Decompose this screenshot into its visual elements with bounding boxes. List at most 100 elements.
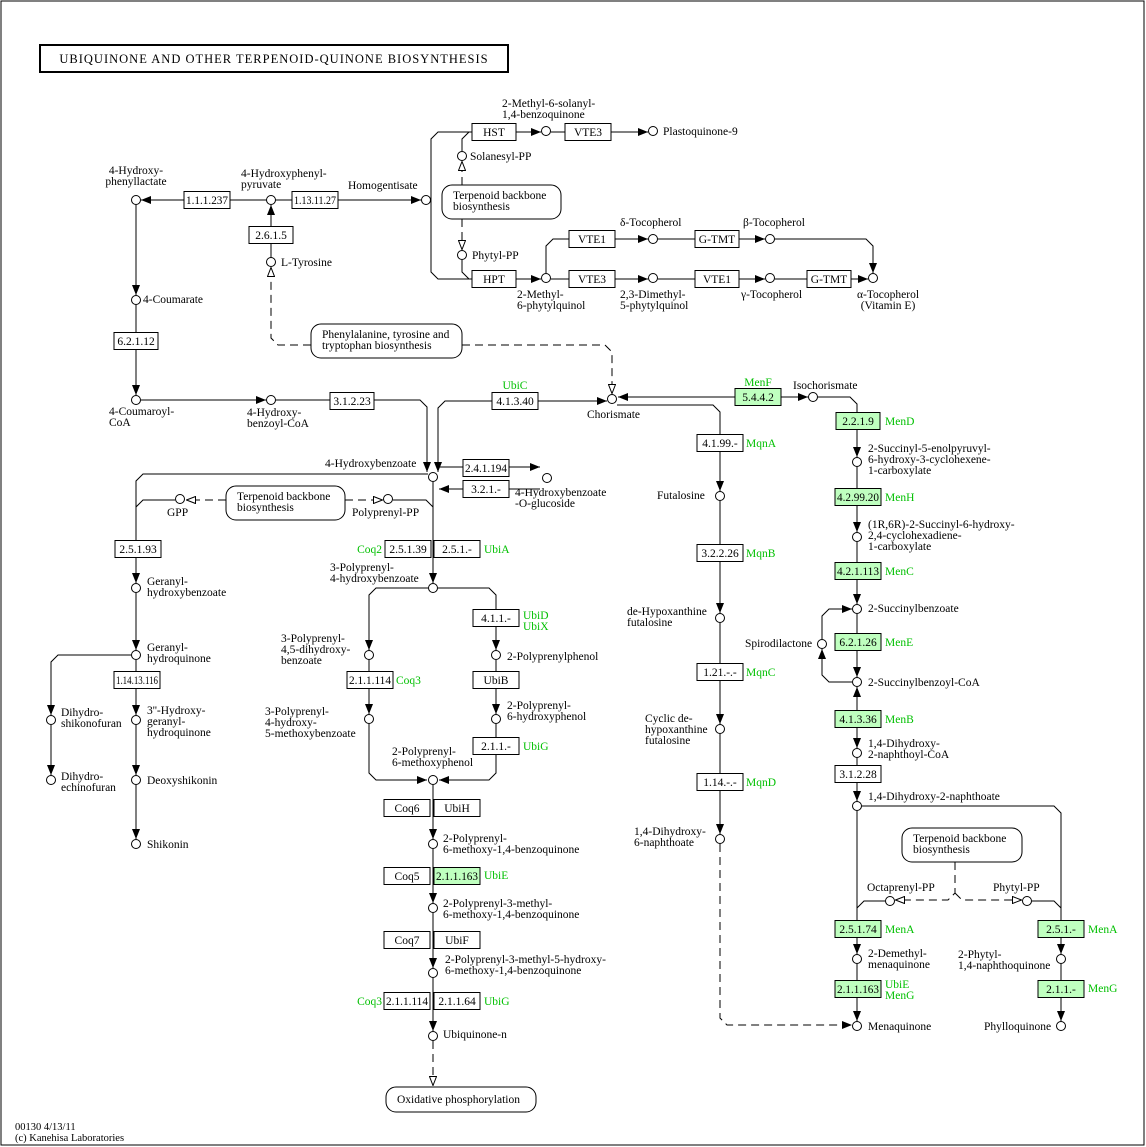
compound[interactable]: 1,4-Dihydroxy-2-naphthoate xyxy=(852,791,1000,811)
enzyme-box[interactable] xyxy=(694,270,740,288)
enzyme-1.21.-.-[interactable]: 1.21.-.- xyxy=(696,663,744,681)
enzyme-VTE1[interactable]: VTE1 xyxy=(694,270,740,288)
enzyme-box[interactable] xyxy=(834,633,882,651)
enzyme-HST[interactable]: HST xyxy=(471,123,517,141)
compound-node[interactable] xyxy=(131,583,141,593)
enzyme-2.1.1.114[interactable]: 2.1.1.114 xyxy=(346,671,394,689)
compound[interactable]: 2-Phytyl-1,4-naphthoquinone xyxy=(958,949,1066,972)
enzyme-box[interactable] xyxy=(329,392,375,410)
gene-label[interactable]: UbiG xyxy=(523,741,549,753)
enzyme-4.1.3.36[interactable]: 4.1.3.36 xyxy=(834,710,882,728)
enzyme-box[interactable] xyxy=(694,230,740,248)
compound-node[interactable] xyxy=(541,126,551,136)
compound-node[interactable] xyxy=(364,714,374,724)
compound-node[interactable] xyxy=(131,775,141,785)
enzyme-G-TMT[interactable]: G-TMT xyxy=(694,230,740,248)
map-link-label[interactable]: Oxidative phosphorylation xyxy=(397,1094,520,1106)
enzyme-VTE1[interactable]: VTE1 xyxy=(568,230,616,248)
enzyme-1.14.-.-[interactable]: 1.14.-.- xyxy=(696,773,744,791)
enzyme-box[interactable] xyxy=(433,992,481,1010)
compound[interactable]: 2-Methyl-6-phytylquinol xyxy=(517,273,585,313)
enzyme-VTE3[interactable]: VTE3 xyxy=(564,123,612,141)
enzyme-2.5.1.-[interactable]: 2.5.1.- xyxy=(433,540,481,558)
enzyme-box[interactable] xyxy=(1037,920,1085,938)
enzyme-G-TMT[interactable]: G-TMT xyxy=(806,270,852,288)
compound-node[interactable] xyxy=(383,494,393,504)
enzyme-4.1.1.-[interactable]: 4.1.1.- xyxy=(472,609,520,627)
compound[interactable]: 2-Polyprenyl-3-methyl-5-hydroxy-6-methox… xyxy=(428,954,607,978)
gene-label[interactable]: UbiD xyxy=(523,610,549,622)
compound-node[interactable] xyxy=(852,532,862,542)
enzyme-box[interactable] xyxy=(114,540,162,558)
compound[interactable]: 2-Succinyl-5-enolpyruvyl-6-hydroxy-3-cyc… xyxy=(852,443,991,477)
compound-node[interactable] xyxy=(852,748,862,758)
enzyme-UbiF[interactable]: UbiF xyxy=(433,931,481,949)
map-link-box[interactable] xyxy=(385,1086,537,1113)
compound[interactable]: 3''-Hydroxy-geranyl-hydroquinone xyxy=(131,705,211,739)
enzyme-box[interactable] xyxy=(834,980,882,998)
compound-node[interactable] xyxy=(131,395,141,405)
compound-node[interactable] xyxy=(542,473,552,483)
enzyme-VTE3[interactable]: VTE3 xyxy=(568,270,616,288)
compound[interactable]: Phytyl-PP xyxy=(993,882,1040,906)
compound-node[interactable] xyxy=(428,968,438,978)
enzyme-2.5.1.39[interactable]: 2.5.1.39 xyxy=(384,540,432,558)
compound-node[interactable] xyxy=(428,903,438,913)
gene-label[interactable]: Coq2 xyxy=(357,544,382,556)
enzyme-box[interactable] xyxy=(472,671,520,689)
gene-label[interactable]: UbiE xyxy=(885,979,909,991)
compound[interactable]: Dihydro-shikonofuran xyxy=(46,707,122,730)
enzyme-2.1.1.-[interactable]: 2.1.1.- xyxy=(472,737,520,755)
compound-node[interactable] xyxy=(428,472,438,482)
enzyme-box[interactable] xyxy=(568,270,616,288)
enzyme-Coq7[interactable]: Coq7 xyxy=(383,931,431,949)
enzyme-box[interactable] xyxy=(383,992,431,1010)
compound-node[interactable] xyxy=(648,273,658,283)
compound[interactable]: 3-Polyprenyl-4-hydroxy-5-methoxybenzoate xyxy=(265,706,374,740)
compound[interactable]: Menaquinone xyxy=(852,1021,932,1033)
enzyme-box[interactable] xyxy=(564,123,612,141)
compound-node[interactable] xyxy=(131,650,141,660)
enzyme-box[interactable] xyxy=(462,480,510,498)
enzyme-Coq6[interactable]: Coq6 xyxy=(383,799,431,817)
gene-label[interactable]: MenE xyxy=(885,637,913,649)
compound[interactable]: δ-Tocopherol xyxy=(620,217,681,244)
compound-node[interactable] xyxy=(852,604,862,614)
compound[interactable]: 4-Hydroxyphenyl-pyruvate xyxy=(241,168,327,205)
enzyme-box[interactable] xyxy=(835,412,881,430)
enzyme-box[interactable] xyxy=(472,609,520,627)
compound-node[interactable] xyxy=(852,954,862,964)
compound-node[interactable] xyxy=(1022,896,1032,906)
gene-label[interactable]: UbiG xyxy=(484,996,510,1008)
enzyme-2.1.1.64[interactable]: 2.1.1.64 xyxy=(433,992,481,1010)
compound-node[interactable] xyxy=(765,234,775,244)
compound-node[interactable] xyxy=(852,677,862,687)
enzyme-6.2.1.26[interactable]: 6.2.1.26 xyxy=(834,633,882,651)
compound[interactable]: 4-Coumaroyl-CoA xyxy=(109,395,174,430)
compound[interactable]: Solanesyl-PP xyxy=(457,151,532,163)
enzyme-box[interactable] xyxy=(734,388,782,406)
gene-label[interactable]: MenB xyxy=(885,714,914,726)
enzyme-box[interactable] xyxy=(183,191,231,209)
compound-node[interactable] xyxy=(852,801,862,811)
compound[interactable]: 2-Methyl-6-solanyl-1,4-benzoquinone xyxy=(502,98,595,136)
enzyme-2.1.1.114[interactable]: 2.1.1.114 xyxy=(383,992,431,1010)
compound-node[interactable] xyxy=(364,650,374,660)
enzyme-box[interactable] xyxy=(346,671,394,689)
enzyme-box[interactable] xyxy=(433,799,481,817)
enzyme-box[interactable] xyxy=(383,799,431,817)
enzyme-box[interactable] xyxy=(248,226,294,244)
enzyme-box[interactable] xyxy=(1037,980,1085,998)
enzyme-box[interactable] xyxy=(834,562,882,580)
gene-label[interactable]: MenG xyxy=(885,990,914,1002)
enzyme-box[interactable] xyxy=(834,710,882,728)
compound-node[interactable] xyxy=(1056,954,1066,964)
compound-node[interactable] xyxy=(648,234,658,244)
compound-node[interactable] xyxy=(131,715,141,725)
enzyme-2.4.1.194[interactable]: 2.4.1.194 xyxy=(462,459,510,477)
enzyme-2.6.1.5[interactable]: 2.6.1.5 xyxy=(248,226,294,244)
compound[interactable]: Ubiquinone-n xyxy=(428,1029,508,1041)
